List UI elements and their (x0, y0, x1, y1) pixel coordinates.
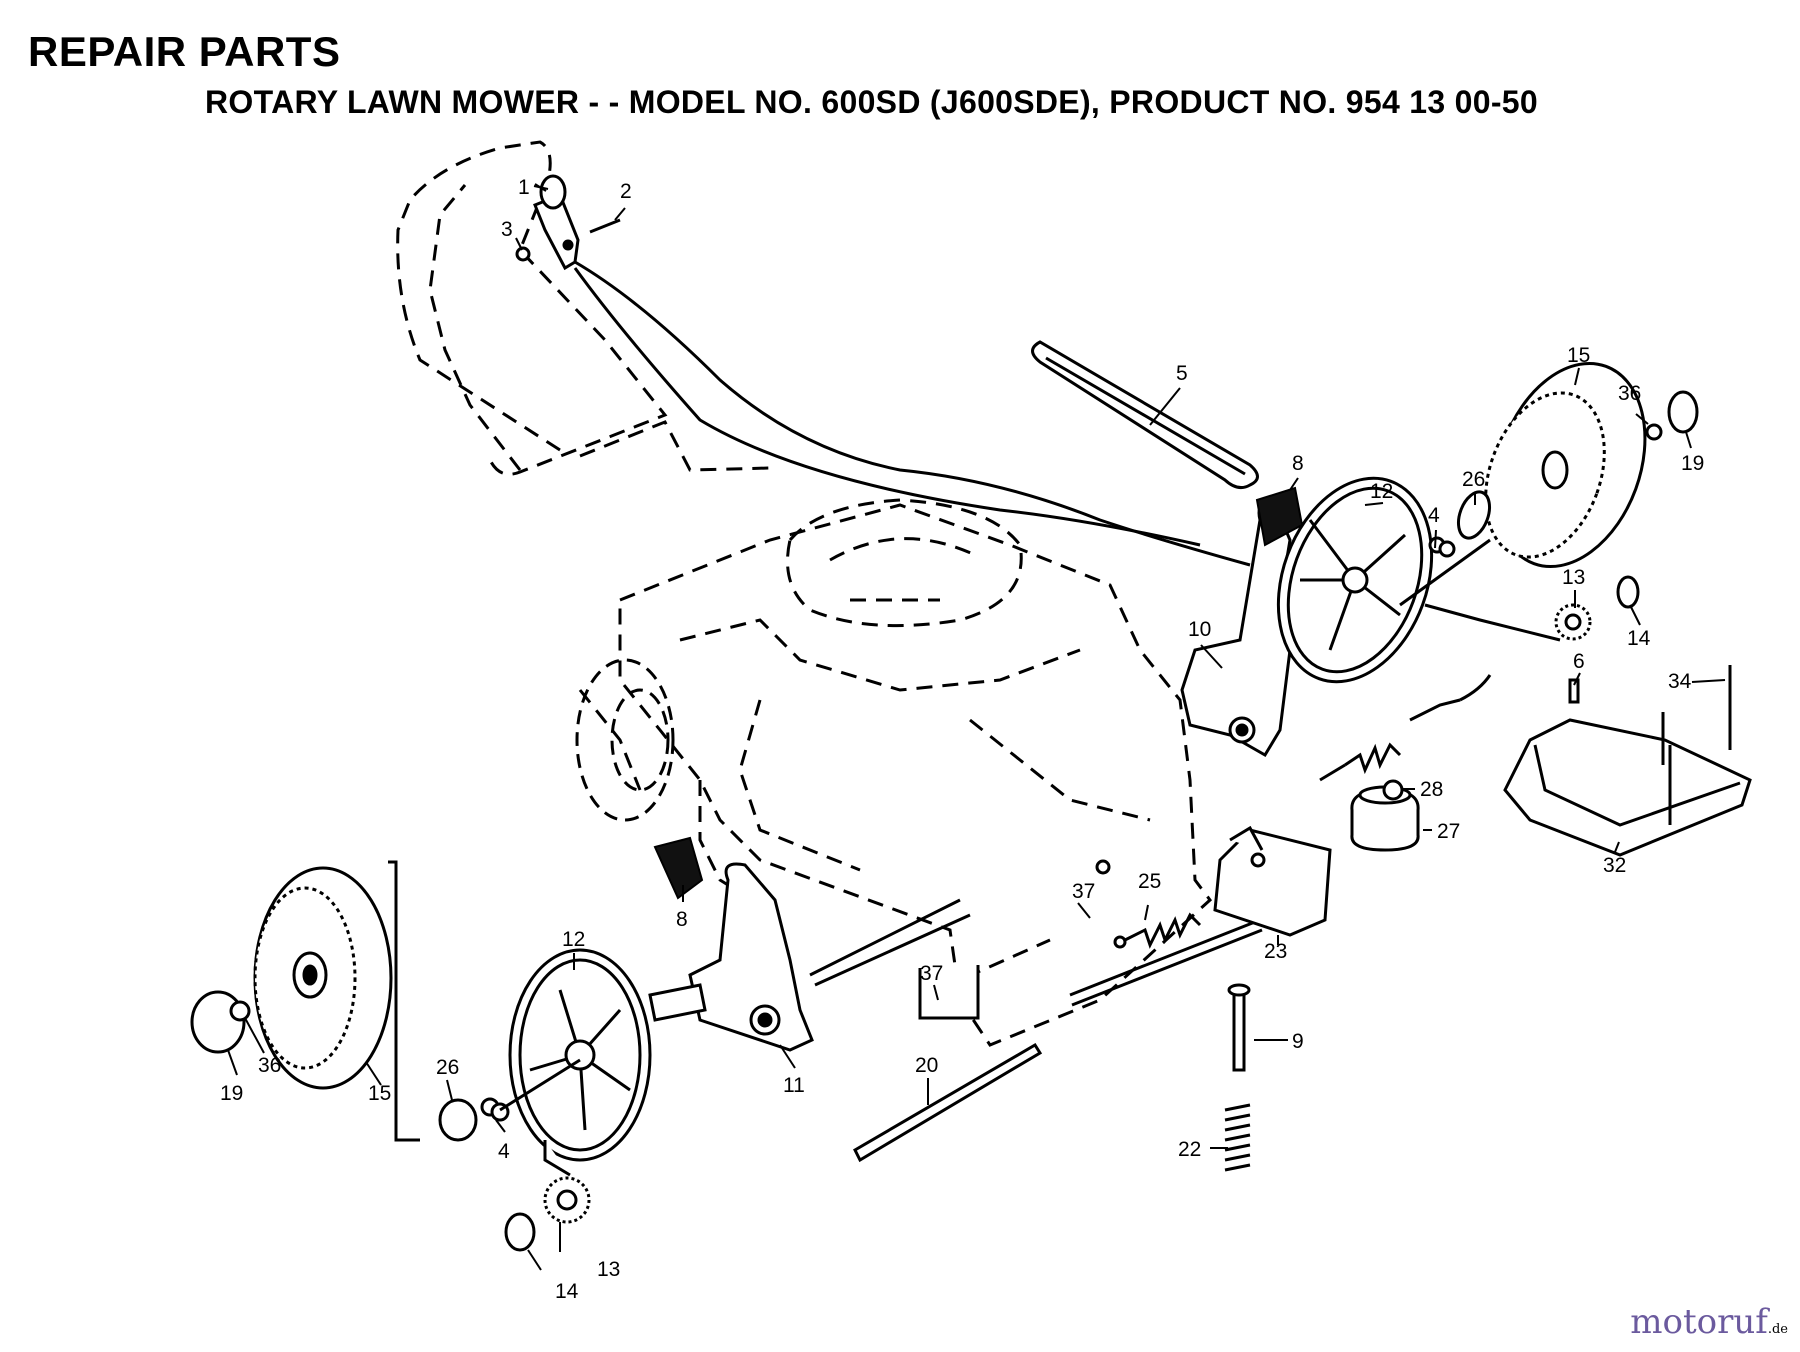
callout-19-right: 19 (1681, 452, 1704, 475)
throttle-control (515, 174, 621, 271)
mower-outline (396, 140, 1213, 1047)
callout-36-left: 36 (258, 1054, 281, 1077)
left-pivot-bracket (648, 862, 814, 1052)
callout-6: 6 (1573, 650, 1585, 673)
callout-3: 3 (501, 218, 513, 241)
callout-26-right: 26 (1462, 468, 1485, 491)
pin-9 (1227, 983, 1251, 1072)
callout-4-left: 4 (498, 1140, 510, 1163)
left-hubcap-12 (508, 948, 652, 1162)
right-pivot-bracket (1180, 502, 1292, 758)
callout-36-right: 36 (1618, 382, 1641, 405)
callout-37-right: 37 (1072, 880, 1095, 903)
throttle-cable (574, 260, 1251, 567)
callout-9: 9 (1292, 1030, 1304, 1053)
callout-23: 23 (1264, 940, 1287, 963)
spring-22 (1224, 1103, 1251, 1172)
callout-4-right: 4 (1428, 504, 1440, 527)
callout-labels: 1 2 3 5 8 10 12 4 26 15 36 19 13 14 6 34… (220, 176, 1704, 1303)
callout-2: 2 (620, 180, 632, 203)
watermark-logo: motoruf.de (1630, 1302, 1788, 1342)
callout-15-left: 15 (368, 1082, 391, 1105)
callout-27: 27 (1437, 820, 1460, 843)
left-pad (653, 836, 704, 900)
callout-26-left: 26 (436, 1056, 459, 1079)
callout-25: 25 (1138, 870, 1161, 893)
watermark-suffix: .de (1767, 1322, 1788, 1337)
callout-28: 28 (1420, 778, 1443, 801)
callout-37-left: 37 (920, 962, 943, 985)
rear-wheel-phantom (575, 658, 675, 822)
watermark-text: motoruf (1630, 1302, 1768, 1342)
callout-13-left: 13 (597, 1258, 620, 1281)
callout-22: 22 (1178, 1138, 1201, 1161)
spring-and-cable-top (1319, 674, 1492, 782)
callout-19-left: 19 (220, 1082, 243, 1105)
page-subtitle: ROTARY LAWN MOWER - - MODEL NO. 600SD (J… (205, 84, 1538, 120)
callout-14-left: 14 (555, 1280, 579, 1303)
callout-32: 32 (1603, 854, 1626, 877)
callout-12-right: 12 (1370, 480, 1393, 503)
callout-8-left: 8 (676, 908, 688, 931)
callout-15-right: 15 (1567, 344, 1590, 367)
right-wheel-15 (1484, 361, 1647, 569)
right-small-parts (1399, 390, 1699, 642)
callout-5: 5 (1176, 362, 1188, 385)
callout-1: 1 (518, 176, 530, 199)
cover-32 (1503, 665, 1752, 857)
left-wheel-15 (253, 860, 420, 1142)
drive-belt (1031, 340, 1259, 490)
callout-34: 34 (1668, 670, 1692, 693)
callout-11: 11 (783, 1074, 805, 1097)
rod-20 (853, 1042, 1043, 1163)
callout-12-left: 12 (562, 928, 585, 951)
page-title: REPAIR PARTS (28, 28, 341, 75)
drive-cable (573, 267, 1201, 547)
leader-lines (227, 183, 1726, 1271)
callout-20: 20 (915, 1054, 938, 1077)
callout-8-right: 8 (1292, 452, 1304, 475)
right-hubcap-12 (1276, 476, 1434, 684)
cup-27 (1350, 779, 1420, 852)
spring-25 (1113, 912, 1202, 949)
gearbox-23 (1213, 825, 1332, 937)
left-small-parts (190, 990, 591, 1252)
callout-13-right: 13 (1562, 566, 1585, 589)
callout-14-right: 14 (1627, 627, 1651, 650)
callout-10: 10 (1188, 618, 1211, 641)
